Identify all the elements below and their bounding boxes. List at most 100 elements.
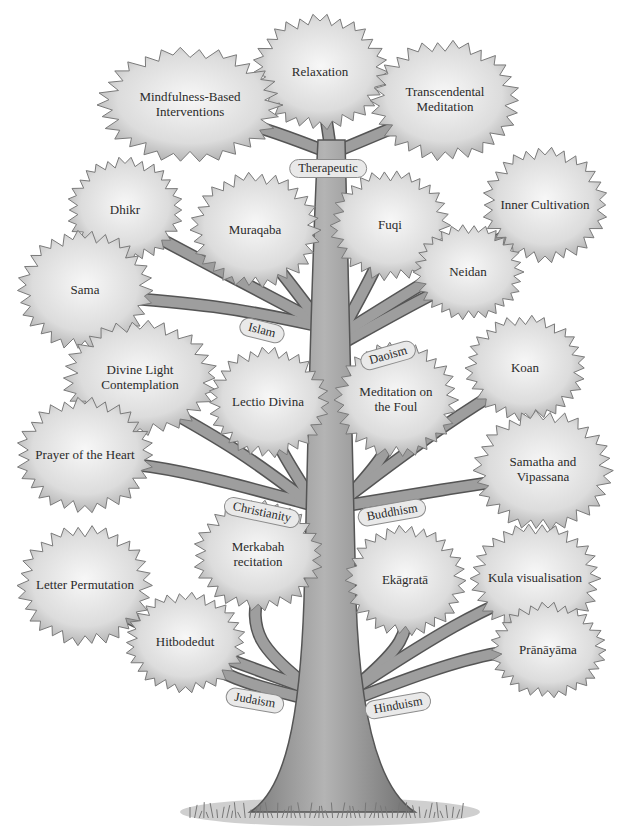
foliage-cluster: Hitbodedut <box>123 590 248 695</box>
technique-name: Kula visualisation <box>488 571 582 586</box>
grass-blade <box>364 803 366 818</box>
grass-blade <box>346 810 348 818</box>
technique-name: Inner Cultivation <box>500 198 589 213</box>
grass-blade <box>392 810 393 818</box>
grass-blade <box>271 812 273 818</box>
grass-blade <box>378 810 379 818</box>
foliage-outline <box>126 592 244 692</box>
technique-name: Hitbodedut <box>156 635 215 650</box>
grass-blade <box>291 806 292 818</box>
grass-blade <box>259 805 261 818</box>
grass-blade <box>244 803 246 818</box>
grass-blade <box>250 810 251 818</box>
foliage-outline <box>97 47 283 161</box>
technique-name: Meditation on the Foul <box>351 385 441 415</box>
grass-blade <box>342 802 345 818</box>
grass-blade <box>434 812 435 818</box>
grass-blade <box>277 803 278 818</box>
grass-blade <box>199 811 202 818</box>
grass-blade <box>408 811 410 818</box>
technique-name: Muraqaba <box>229 223 282 238</box>
foliage-outline <box>465 315 585 420</box>
grass-blade <box>380 806 383 818</box>
technique-name: Dhikr <box>110 203 140 218</box>
grass-blade <box>262 811 264 818</box>
grass-blade <box>206 812 208 818</box>
grass-blade <box>231 811 232 818</box>
grass-blade <box>254 806 257 818</box>
foliage-cluster: Ekāgratā <box>343 523 468 638</box>
technique-name: Prayer of the Heart <box>35 448 134 463</box>
grass-blade <box>310 803 312 818</box>
grass-blade <box>293 810 296 818</box>
grass-blade <box>287 806 290 818</box>
grass-blade <box>457 809 460 818</box>
grass-blade <box>402 812 405 818</box>
grass-blade <box>397 803 400 818</box>
grass-blade <box>385 806 387 818</box>
grass-blade <box>227 805 230 818</box>
technique-name: Merkabah recitation <box>211 540 305 570</box>
grass-blade <box>461 803 463 818</box>
grass-blade <box>203 802 204 818</box>
foliage-cluster: Prayer of the Heart <box>14 395 156 515</box>
grass-blade <box>331 802 332 818</box>
grass-blade <box>325 810 328 818</box>
technique-name: Sama <box>71 283 100 298</box>
technique-name: Samatha and Vipassana <box>492 455 593 485</box>
grass-blade <box>437 802 439 818</box>
grass-blade <box>265 802 268 818</box>
grass-blade <box>298 802 301 818</box>
grass-blade <box>190 807 191 818</box>
trunk-label: Therapeutic <box>289 159 367 178</box>
grass-blade <box>353 806 356 818</box>
grass-blade <box>195 805 198 818</box>
technique-name: Mindfulness-Based Interventions <box>124 90 257 120</box>
grass-blade <box>406 802 407 818</box>
foliage-cluster: Lectio Divina <box>206 345 331 460</box>
foliage-outline <box>473 410 613 530</box>
grass-blade <box>314 810 317 818</box>
grass-blade <box>234 802 236 818</box>
foliage-cluster: Koan <box>463 313 588 423</box>
technique-name: Fuqi <box>378 218 402 233</box>
grass-blade <box>446 805 448 818</box>
foliage-outline <box>370 40 518 160</box>
technique-name: Transcendental Meditation <box>391 85 499 115</box>
grass-blade <box>210 803 213 818</box>
technique-name: Lectio Divina <box>232 395 304 410</box>
grass-blade <box>337 812 339 818</box>
grass-blade <box>425 810 427 818</box>
grass-blade <box>419 807 421 818</box>
trunk-label-holder: Therapeutic <box>289 158 367 178</box>
technique-name: Letter Permutation <box>36 578 134 593</box>
technique-name: Divine Light Contemplation <box>84 363 196 393</box>
foliage-cluster: Transcendental Meditation <box>368 38 522 163</box>
grass <box>190 802 463 818</box>
technique-name: Prānāyāma <box>519 643 577 658</box>
technique-name: Neidan <box>449 265 487 280</box>
technique-name: Relaxation <box>292 65 348 80</box>
foliage-outline <box>345 525 466 635</box>
grass-blade <box>440 811 443 818</box>
technique-name: Koan <box>511 361 539 376</box>
foliage-outline <box>190 172 321 287</box>
foliage-outline <box>18 397 153 512</box>
grass-blade <box>413 805 416 818</box>
foliage-cluster: Prānāyāma <box>488 600 608 700</box>
foliage-outline <box>253 14 388 129</box>
grass-blade <box>452 807 453 818</box>
grass-blade <box>318 806 320 818</box>
foliage-cluster: Neidan <box>411 222 526 322</box>
foliage-outline <box>491 602 606 697</box>
foliage-cluster: Samatha and Vipassana <box>471 408 615 533</box>
grass-blade <box>321 806 323 818</box>
foliage-cluster: Mindfulness-Based Interventions <box>95 45 285 165</box>
grass-blade <box>304 812 305 818</box>
grass-blade <box>350 806 351 818</box>
foliage-outline <box>209 347 329 457</box>
foliage-cluster: Muraqaba <box>188 170 323 290</box>
grass-blade <box>238 812 241 818</box>
grass-blade <box>222 807 224 818</box>
